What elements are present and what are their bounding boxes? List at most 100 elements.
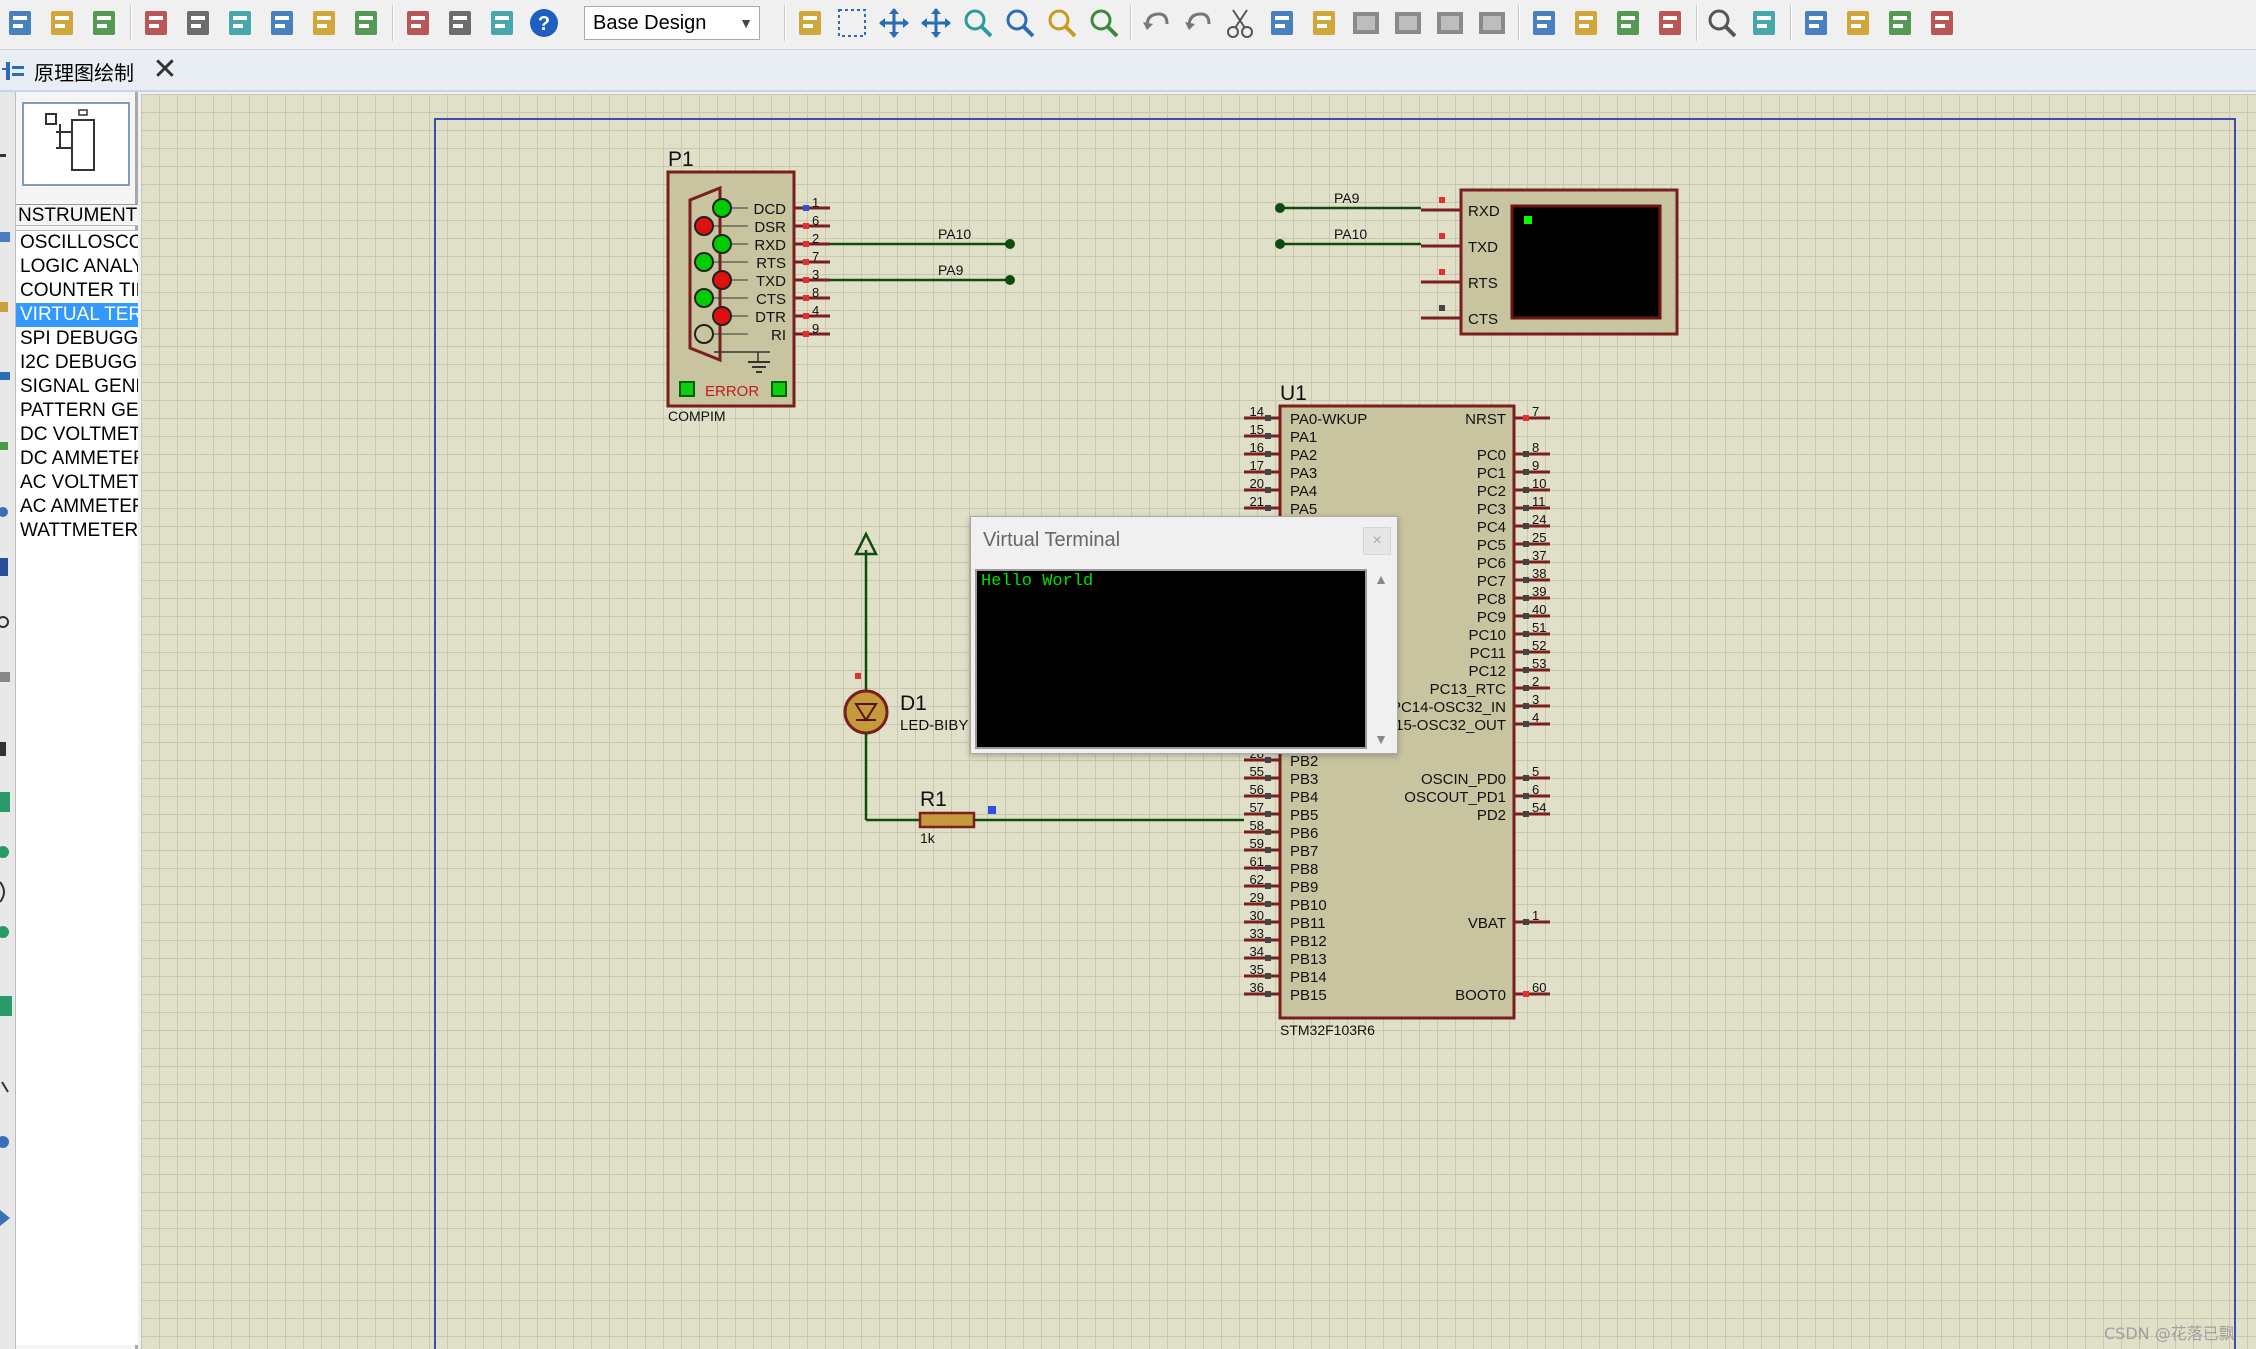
instrument-list-item[interactable]: DC VOLTMETER	[20, 424, 138, 445]
instrument-list-item[interactable]: SIGNAL GENERATOR	[20, 376, 138, 397]
help-icon[interactable]: ?	[524, 3, 564, 43]
toolbar-separator	[130, 5, 132, 41]
report-icon[interactable]	[482, 3, 522, 43]
new-sheet-icon[interactable]	[1796, 3, 1836, 43]
instrument-list-item[interactable]: OSCILLOSCOPE	[20, 232, 138, 253]
p1-pin-marker	[803, 259, 809, 265]
save-icon[interactable]	[42, 3, 82, 43]
zoom-in-icon[interactable]	[958, 3, 998, 43]
undo-icon[interactable]	[1136, 3, 1176, 43]
scroll-up-icon[interactable]: ▲	[1374, 571, 1388, 587]
open-icon[interactable]	[0, 3, 40, 43]
instrument-list-item[interactable]: PATTERN GENERATOR	[20, 400, 138, 421]
refresh-icon[interactable]	[790, 3, 830, 43]
block-move-icon[interactable]	[1388, 3, 1428, 43]
instrument-list: OSCILLOSCOPE LOGIC ANALYSER COUNTER TIMERV…	[16, 230, 138, 1345]
dollar-icon[interactable]	[398, 3, 438, 43]
wire-autoroute-icon[interactable]	[1650, 3, 1690, 43]
design-select[interactable]: Base Design ▼	[584, 6, 760, 40]
search-icon[interactable]	[1702, 3, 1742, 43]
u1-pin-number: 2	[1532, 674, 1539, 689]
wire-end-marker	[988, 806, 996, 814]
remove-sheet-icon[interactable]	[1838, 3, 1878, 43]
u1-pin-pd2: PD2	[1477, 807, 1506, 824]
code-icon[interactable]	[440, 3, 480, 43]
schematic-canvas[interactable]	[141, 94, 2256, 1349]
u1-pin-pc13_rtc: PC13_RTC	[1430, 681, 1507, 698]
u1-pin-marker	[1265, 937, 1271, 943]
u1-pin-pc10: PC10	[1468, 627, 1506, 644]
toolbar-separator	[1130, 5, 1132, 41]
instrument-list-item[interactable]: COUNTER TIMER	[20, 280, 138, 301]
3d-icon[interactable]	[304, 3, 344, 43]
block-delete-icon[interactable]	[1472, 3, 1512, 43]
copy-icon[interactable]	[1262, 3, 1302, 43]
instrument-list-item[interactable]: DC AMMETER	[20, 448, 138, 469]
resistor-r1[interactable]	[918, 811, 976, 829]
terminal-close-button[interactable]: ×	[1363, 527, 1391, 555]
instrument-list-item[interactable]: VIRTUAL TERMINAL	[16, 303, 138, 327]
property-tool-icon[interactable]	[1744, 3, 1784, 43]
block-copy-icon[interactable]	[1346, 3, 1386, 43]
block-rotate-icon[interactable]	[1430, 3, 1470, 43]
toolbar-separator	[392, 5, 394, 41]
zoom-area-icon[interactable]	[1084, 3, 1124, 43]
pcb-icon[interactable]	[220, 3, 260, 43]
schematic-tab-icon	[2, 62, 24, 80]
d1-pin-marker	[855, 673, 861, 679]
net-label-pa9: PA9	[1334, 190, 1360, 206]
virtual-terminal-window[interactable]: Virtual Terminal × Hello World ▲ ▼	[970, 516, 1398, 754]
instrument-list-item[interactable]: AC VOLTMETER	[20, 472, 138, 493]
u1-pin-pc4: PC4	[1477, 519, 1506, 536]
instrument-list-item[interactable]: WATTMETER	[20, 520, 138, 541]
zoom-out-icon[interactable]	[1000, 3, 1040, 43]
u1-pin-number: 58	[1250, 818, 1264, 833]
schematic-icon[interactable]	[178, 3, 218, 43]
p1-signal-dtr: DTR	[755, 309, 786, 326]
terminal-output: Hello World	[981, 572, 1094, 591]
netlist-icon[interactable]	[1922, 3, 1962, 43]
u1-pin-pb7: PB7	[1290, 843, 1318, 860]
terminal-scrollbar[interactable]: ▲ ▼	[1369, 569, 1393, 749]
gerber-icon[interactable]	[262, 3, 302, 43]
u1-pin-marker	[1265, 793, 1271, 799]
p1-name: COMPIM	[668, 408, 726, 424]
u1-pin-pc3: PC3	[1477, 501, 1506, 518]
scroll-down-icon[interactable]: ▼	[1374, 731, 1388, 747]
u1-pin-number: 55	[1250, 764, 1264, 779]
pan-icon[interactable]	[916, 3, 956, 43]
u1-pin-pc8: PC8	[1477, 591, 1506, 608]
zoom-all-icon[interactable]	[1042, 3, 1082, 43]
instrument-list-item[interactable]: AC AMMETER	[20, 496, 138, 517]
close-tab-icon[interactable]: ✕	[152, 53, 178, 86]
cut-icon[interactable]	[1220, 3, 1260, 43]
paste-icon[interactable]	[1304, 3, 1344, 43]
pick-device-icon[interactable]	[1524, 3, 1564, 43]
led-diode-symbol	[854, 703, 878, 722]
bom-icon[interactable]	[346, 3, 386, 43]
origin-icon[interactable]	[874, 3, 914, 43]
u1-pin-marker	[1523, 811, 1529, 817]
redo-icon[interactable]	[1178, 3, 1218, 43]
instrument-list-item[interactable]: LOGIC ANALYSER	[20, 256, 138, 277]
decompose-icon[interactable]	[1608, 3, 1648, 43]
compim-status-led	[771, 381, 787, 397]
overview-preview[interactable]	[22, 102, 130, 186]
tab-schematic[interactable]: 原理图绘制 ✕	[0, 52, 188, 90]
u1-pin-marker	[1265, 955, 1271, 961]
compim-led-2	[712, 234, 732, 254]
make-device-icon[interactable]	[1566, 3, 1606, 43]
p1-pin-marker	[803, 205, 809, 211]
db9-connector-shape	[688, 185, 722, 363]
import-icon[interactable]	[84, 3, 124, 43]
instrument-list-item[interactable]: SPI DEBUGGER	[20, 328, 138, 349]
grid-icon[interactable]	[832, 3, 872, 43]
home-icon[interactable]	[136, 3, 176, 43]
u1-pin-marker	[1265, 991, 1271, 997]
terminal-screen[interactable]: Hello World	[975, 569, 1367, 749]
led-d1[interactable]	[843, 689, 889, 735]
instrument-list-item[interactable]: I2C DEBUGGER	[20, 352, 138, 373]
p1-pin-marker	[803, 331, 809, 337]
child-sheet-icon[interactable]	[1880, 3, 1920, 43]
u1-pin-pc5: PC5	[1477, 537, 1506, 554]
